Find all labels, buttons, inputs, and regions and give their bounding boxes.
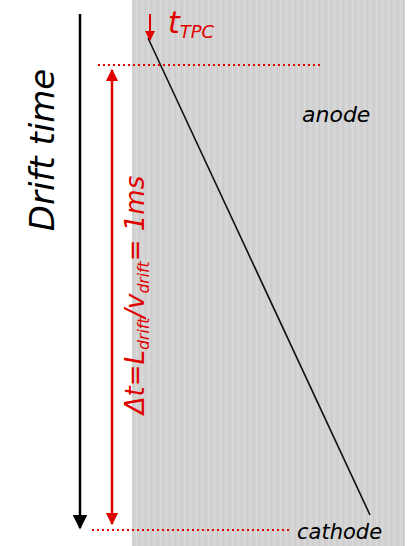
label-text: anode bbox=[302, 102, 370, 127]
drift-interval-arrow bbox=[111, 70, 114, 524]
anode-time-line bbox=[98, 64, 322, 66]
anode-label: anode bbox=[302, 104, 370, 126]
label-text: cathode bbox=[297, 520, 382, 544]
label-text: = 1ms bbox=[120, 176, 150, 261]
subscript-text: drift bbox=[135, 318, 153, 350]
label-text: Drift time bbox=[22, 69, 62, 232]
axis-label: Drift time bbox=[25, 69, 59, 232]
subscript-text: drift bbox=[135, 261, 153, 293]
cathode-time-line bbox=[92, 529, 292, 531]
label-text: /v bbox=[120, 294, 150, 318]
subscript-text: TPC bbox=[180, 21, 214, 42]
time-label: tTPC bbox=[168, 8, 214, 41]
drift-time-arrow bbox=[79, 14, 82, 528]
wire-plane-image bbox=[132, 0, 405, 546]
formula-label: Δt=Ldrift/vdrift= 1ms bbox=[122, 176, 152, 414]
particle-track bbox=[148, 38, 370, 515]
label-text: t bbox=[168, 5, 180, 40]
cathode-label: cathode bbox=[297, 522, 382, 543]
label-text: Δt=L bbox=[120, 350, 150, 414]
tpc-time-arrow bbox=[149, 14, 151, 40]
